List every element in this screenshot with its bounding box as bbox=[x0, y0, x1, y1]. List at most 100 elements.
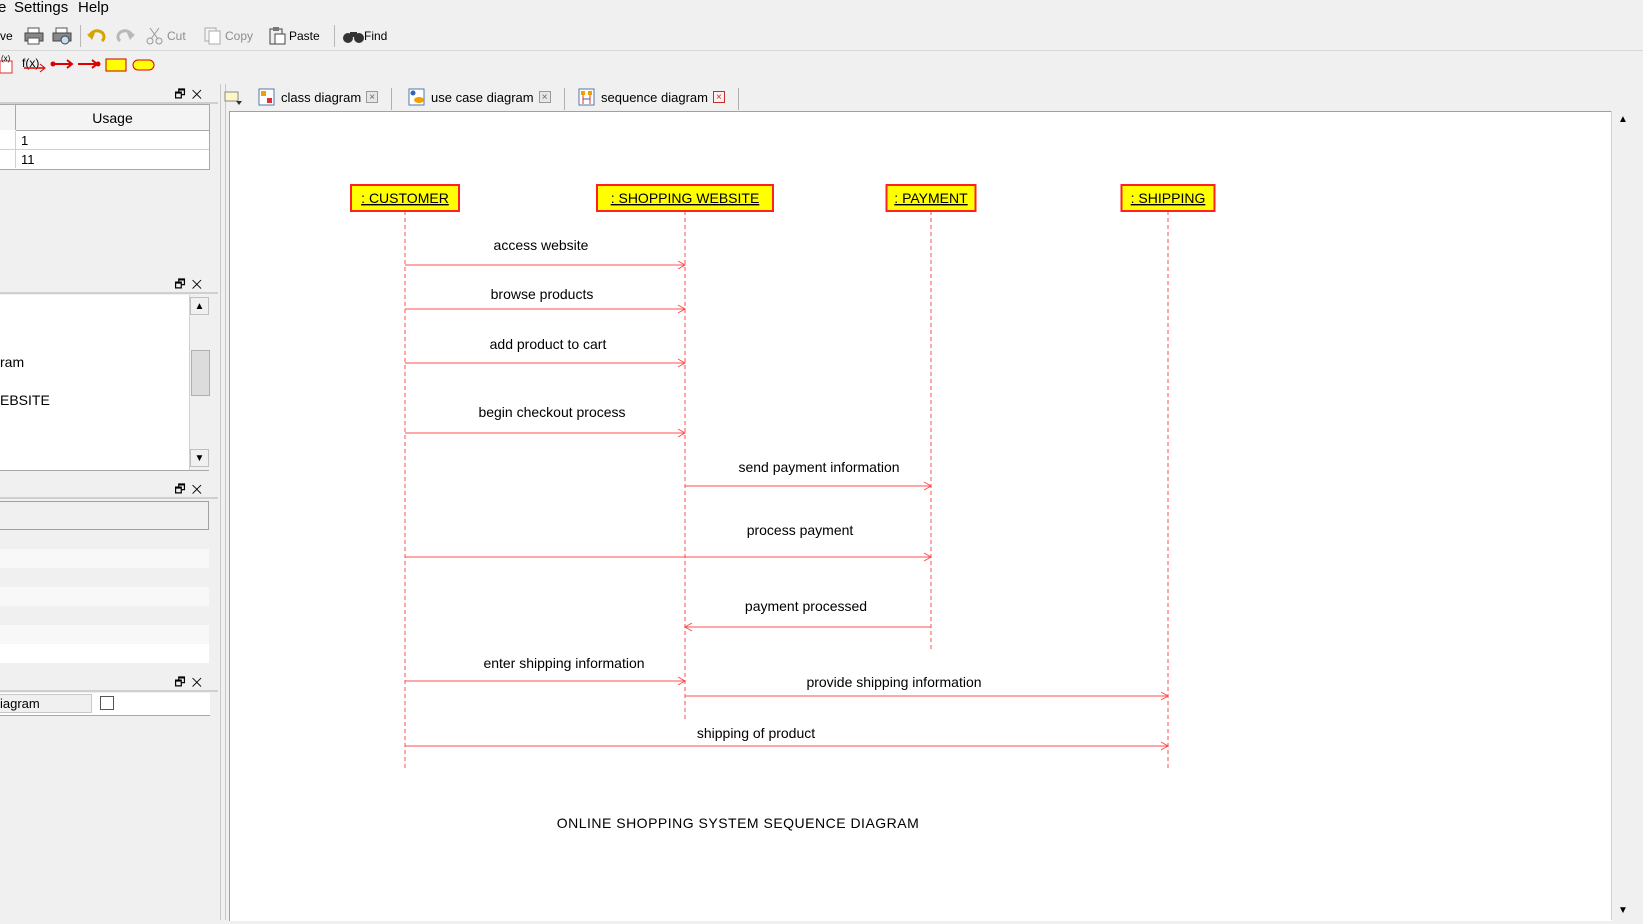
close-icon[interactable]: ✕ bbox=[191, 277, 208, 291]
function-arrow-icon bbox=[24, 62, 46, 80]
function-tool[interactable]: f(x) bbox=[22, 56, 40, 70]
diagram-title: ONLINE SHOPPING SYSTEM SEQUENCE DIAGRAM bbox=[557, 815, 920, 831]
undo-button[interactable] bbox=[86, 27, 106, 45]
message-tool-icon[interactable] bbox=[50, 58, 74, 76]
lifeline-label: : CUSTOMER bbox=[361, 190, 449, 206]
tree-scrollbar[interactable]: ▲ ▼ bbox=[189, 295, 210, 470]
binoculars-icon bbox=[343, 27, 364, 45]
message-arrow[interactable]: payment processed bbox=[683, 598, 931, 632]
lifeline-box[interactable] bbox=[1120, 184, 1216, 212]
close-icon[interactable]: ✕ bbox=[191, 675, 208, 689]
table-row[interactable]: 1 bbox=[0, 131, 209, 150]
use-case-diagram-icon bbox=[408, 88, 426, 106]
table-row[interactable]: 11 bbox=[0, 150, 209, 168]
copy-icon bbox=[204, 27, 222, 45]
restore-icon[interactable]: 🗗 bbox=[174, 675, 192, 689]
close-icon[interactable]: × bbox=[538, 91, 551, 103]
lifeline-tool-icon[interactable]: (x) bbox=[0, 54, 18, 74]
message-arrow[interactable]: shipping of product bbox=[405, 725, 1170, 751]
diagram-canvas[interactable]: : CUSTOMER : SHOPPING WEBSITE : PAYMENT : S… bbox=[229, 111, 1612, 921]
message-arrow[interactable]: add product to cart bbox=[405, 336, 687, 368]
canvas-vertical-scrollbar[interactable]: ▲ ▼ bbox=[1611, 111, 1634, 920]
lifeline-box[interactable] bbox=[885, 184, 977, 212]
tab-sequence-diagram[interactable]: sequence diagram × bbox=[578, 84, 725, 110]
property-checkbox[interactable] bbox=[100, 696, 114, 710]
menu-file[interactable]: e bbox=[0, 0, 7, 16]
list-item[interactable] bbox=[0, 587, 209, 606]
menu-settings[interactable]: Settings bbox=[14, 0, 69, 16]
tab-menu-button[interactable] bbox=[224, 84, 242, 110]
toolbar-separator bbox=[80, 25, 81, 47]
tab-use-case-diagram[interactable]: use case diagram × bbox=[408, 84, 551, 110]
copy-button-label: Copy bbox=[225, 29, 254, 43]
sequence-diagram: : CUSTOMER : SHOPPING WEBSITE : PAYMENT : S… bbox=[350, 184, 1216, 831]
message-label: add product to cart bbox=[490, 336, 607, 352]
scroll-up-arrow-icon[interactable]: ▲ bbox=[190, 297, 209, 315]
message-label: send payment information bbox=[738, 459, 899, 475]
close-icon[interactable]: ✕ bbox=[191, 87, 208, 101]
lifeline-box[interactable] bbox=[350, 184, 460, 212]
menu-help[interactable]: Help bbox=[78, 0, 109, 16]
tab-class-diagram[interactable]: class diagram × bbox=[258, 84, 379, 110]
arrowhead bbox=[1160, 741, 1170, 751]
tree-item[interactable]: EBSITE bbox=[0, 392, 50, 408]
copy-button[interactable]: Copy bbox=[204, 27, 253, 45]
message-arrow[interactable]: send payment information bbox=[685, 459, 933, 491]
message-arrow[interactable]: enter shipping information bbox=[405, 655, 687, 686]
state-tool-icon[interactable] bbox=[132, 59, 155, 77]
redo-icon bbox=[114, 27, 135, 45]
tab-label: sequence diagram bbox=[601, 89, 708, 105]
panel-header: 🗗✕ bbox=[0, 274, 218, 294]
panel-buttons: 🗗✕ bbox=[174, 480, 208, 501]
close-icon[interactable]: × bbox=[712, 91, 725, 103]
scroll-thumb[interactable] bbox=[191, 350, 210, 396]
save-button[interactable]: ve bbox=[0, 27, 13, 45]
return-message-tool-icon[interactable] bbox=[78, 58, 101, 76]
message-arrow[interactable]: process payment bbox=[405, 522, 933, 562]
panel-buttons: 🗗✕ bbox=[174, 673, 208, 694]
message-arrow[interactable]: access website bbox=[405, 237, 687, 270]
close-icon[interactable]: ✕ bbox=[191, 482, 208, 496]
scroll-down-arrow-icon[interactable]: ▼ bbox=[1618, 905, 1628, 916]
lifeline-box[interactable] bbox=[596, 184, 774, 212]
usage-column-header[interactable]: Usage bbox=[16, 105, 209, 131]
paste-button[interactable]: Paste bbox=[268, 27, 320, 45]
scroll-up-arrow-icon[interactable]: ▲ bbox=[1618, 114, 1628, 125]
panel-splitter[interactable] bbox=[220, 84, 226, 920]
scroll-down-arrow-icon[interactable]: ▼ bbox=[190, 449, 209, 467]
scissors-icon bbox=[146, 27, 164, 45]
filter-field[interactable] bbox=[0, 501, 209, 530]
find-button[interactable]: Find bbox=[343, 27, 387, 45]
print-preview-icon bbox=[52, 27, 72, 45]
print-button[interactable] bbox=[24, 27, 44, 45]
tree-item[interactable]: ram bbox=[0, 354, 25, 370]
lifeline[interactable]: : PAYMENT bbox=[885, 184, 977, 652]
message-arrow[interactable]: browse products bbox=[405, 286, 687, 314]
table-header-cell[interactable] bbox=[0, 105, 16, 130]
list-item[interactable] bbox=[0, 625, 209, 644]
left-panels: 🗗✕ Usage 1 11 🗗✕ ram EBSITE ▲ ▼ 🗗✕ bbox=[0, 84, 220, 920]
panel-buttons: 🗗✕ bbox=[174, 275, 208, 296]
note-tool-icon[interactable] bbox=[105, 58, 127, 76]
lifeline[interactable]: : SHIPPING bbox=[1120, 184, 1216, 771]
diagram-palette: (x) f(x) bbox=[0, 52, 230, 82]
arrowhead bbox=[1160, 691, 1170, 701]
print-preview-button[interactable] bbox=[52, 27, 72, 45]
message-arrow[interactable]: begin checkout process bbox=[405, 404, 687, 438]
message-arrow[interactable]: provide shipping information bbox=[685, 674, 1170, 701]
list-item[interactable] bbox=[0, 644, 209, 663]
restore-icon[interactable]: 🗗 bbox=[174, 482, 192, 496]
main-toolbar: ve Cut Copy Paste bbox=[0, 20, 1643, 51]
redo-button[interactable] bbox=[114, 27, 135, 45]
panel-header: 🗗✕ bbox=[0, 84, 218, 104]
lifeline[interactable]: : SHOPPING WEBSITE bbox=[596, 184, 774, 720]
message-label: shipping of product bbox=[697, 725, 815, 741]
restore-icon[interactable]: 🗗 bbox=[174, 277, 192, 291]
usage-value: 1 bbox=[21, 133, 29, 148]
cut-button[interactable]: Cut bbox=[146, 27, 186, 45]
message-label: access website bbox=[494, 237, 589, 253]
list-item[interactable] bbox=[0, 549, 209, 568]
lifeline[interactable]: : CUSTOMER bbox=[350, 184, 460, 771]
restore-icon[interactable]: 🗗 bbox=[174, 87, 192, 101]
close-icon[interactable]: × bbox=[366, 91, 379, 103]
